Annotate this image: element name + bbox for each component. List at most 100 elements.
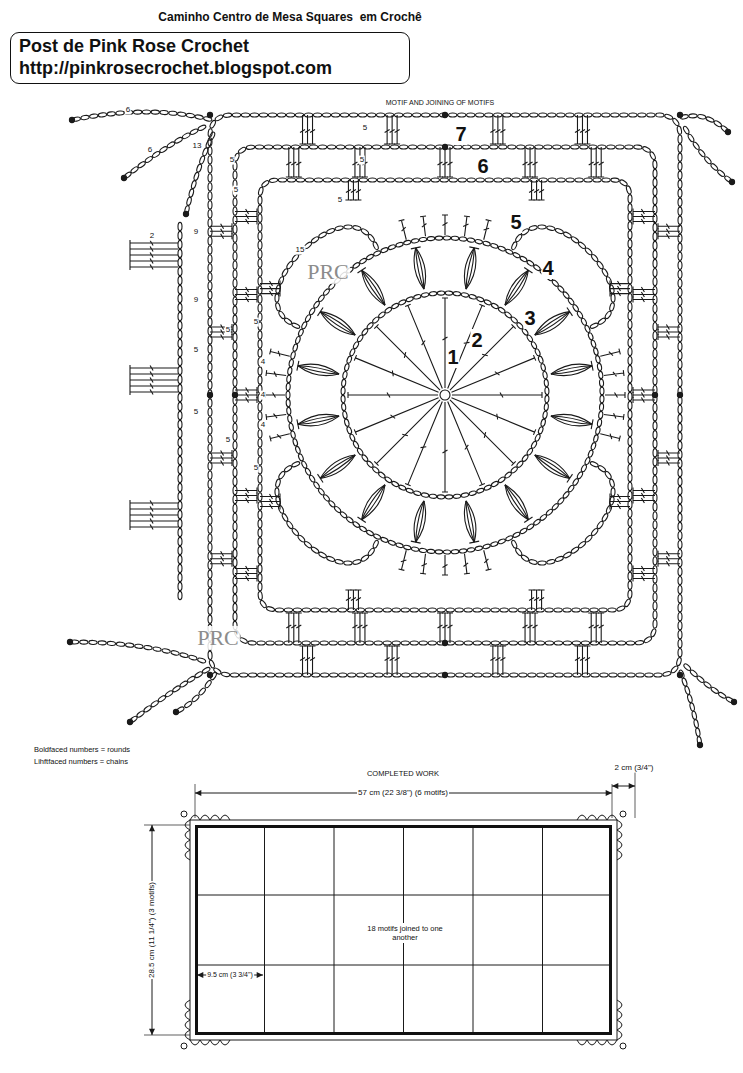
chain-stitch — [107, 641, 116, 646]
chain-stitch — [233, 540, 237, 548]
chain-stitch — [682, 125, 690, 134]
chain-stitch — [593, 347, 599, 355]
chain-stitch — [653, 286, 657, 294]
chain-stitch — [178, 375, 182, 383]
chain-stitch — [213, 667, 222, 675]
chain-stitch — [628, 401, 632, 409]
chain-stitch — [555, 556, 564, 563]
chain-stitch — [653, 160, 658, 169]
chain-stitch — [597, 317, 606, 325]
chain-stitch — [198, 687, 206, 696]
chain-stitch — [233, 531, 237, 539]
chain-stitch — [255, 145, 263, 149]
chain-stitch — [258, 196, 262, 204]
cluster-top — [567, 308, 573, 316]
chain-stitch — [611, 488, 615, 496]
chain-stitch — [276, 673, 284, 677]
slip-stitch — [442, 640, 447, 645]
chain-stitch — [258, 556, 262, 564]
chain-stitch — [182, 132, 191, 139]
chain-stitch — [336, 145, 344, 149]
chain-stitch — [289, 423, 294, 431]
chain-count: 5 — [193, 346, 199, 355]
chain-stitch — [238, 146, 247, 154]
extension-line — [612, 784, 613, 818]
double-crochet — [527, 613, 533, 643]
chain-stitch — [687, 694, 693, 703]
chain-stitch — [653, 503, 657, 511]
chain-stitch — [545, 641, 553, 645]
chain-stitch — [384, 306, 392, 313]
cluster-stitch — [466, 501, 476, 542]
chain-stitch — [678, 369, 682, 377]
chain-stitch — [653, 485, 657, 493]
chain-stitch — [287, 367, 292, 375]
chain-stitch — [653, 187, 657, 195]
chain-stitch — [628, 258, 632, 266]
chain-stitch — [341, 387, 345, 395]
chain-stitch — [461, 492, 469, 497]
chain-stitch — [626, 185, 632, 194]
chain-stitch — [527, 641, 535, 645]
chain-stitch — [653, 548, 657, 556]
chain-stitch — [313, 113, 321, 117]
chain-stitch — [178, 258, 182, 266]
chain-stitch — [178, 492, 182, 500]
chain-stitch — [498, 476, 506, 483]
chain-stitch — [670, 665, 679, 674]
chain-stitch — [628, 464, 632, 472]
chain-stitch — [653, 341, 657, 349]
chain-stitch — [484, 299, 492, 306]
picot — [181, 811, 187, 817]
double-crochet — [210, 556, 232, 562]
double-crochet — [539, 180, 545, 200]
chain-stitch — [473, 641, 481, 645]
chain-stitch — [628, 554, 632, 562]
double-crochet — [420, 554, 427, 574]
chain-stitch — [704, 156, 713, 165]
chain-stitch — [208, 372, 212, 380]
chain-stitch — [309, 145, 317, 149]
double-crochet — [633, 218, 655, 224]
chain-stitch — [208, 606, 212, 614]
chain-stitch — [451, 549, 459, 553]
chain-stitch — [476, 488, 484, 494]
chain-stitch — [440, 113, 448, 117]
chain-stitch — [539, 178, 547, 182]
chain-stitch — [178, 294, 182, 302]
double-crochet — [305, 646, 311, 675]
chain-stitch — [653, 431, 657, 439]
chain-stitch — [208, 354, 212, 362]
chain-stitch — [689, 669, 698, 678]
chain-stitch — [600, 387, 604, 394]
chain-stitch — [284, 608, 292, 612]
chain-stitch — [591, 673, 599, 677]
chain-stitch — [453, 291, 461, 296]
chain-stitch — [258, 367, 262, 375]
chain-stitch — [678, 423, 682, 431]
chain-stitch — [526, 334, 533, 342]
chain-stitch — [284, 465, 293, 473]
chain-stitch — [678, 207, 682, 215]
double-crochet — [658, 561, 680, 567]
chain-stitch — [208, 210, 212, 218]
chain-stitch — [311, 608, 319, 612]
chain-stitch — [544, 145, 552, 149]
chain-stitch — [510, 673, 518, 677]
grid-line — [334, 825, 335, 1035]
chain-stitch — [598, 371, 603, 379]
chain-stitch — [545, 395, 549, 403]
chain-stitch — [587, 332, 593, 340]
chain-stitch — [169, 111, 178, 116]
chain-count: 5 — [253, 318, 259, 327]
chain-stitch — [575, 113, 583, 117]
chain-stitch — [246, 145, 255, 150]
double-crochet — [484, 550, 492, 570]
chain-stitch — [189, 128, 198, 135]
chain-stitch — [653, 304, 657, 312]
double-crochet — [534, 590, 540, 610]
chain-stitch — [89, 640, 97, 644]
extension-line — [635, 772, 636, 818]
chain-stitch — [611, 294, 615, 302]
chain-stitch — [209, 131, 216, 140]
